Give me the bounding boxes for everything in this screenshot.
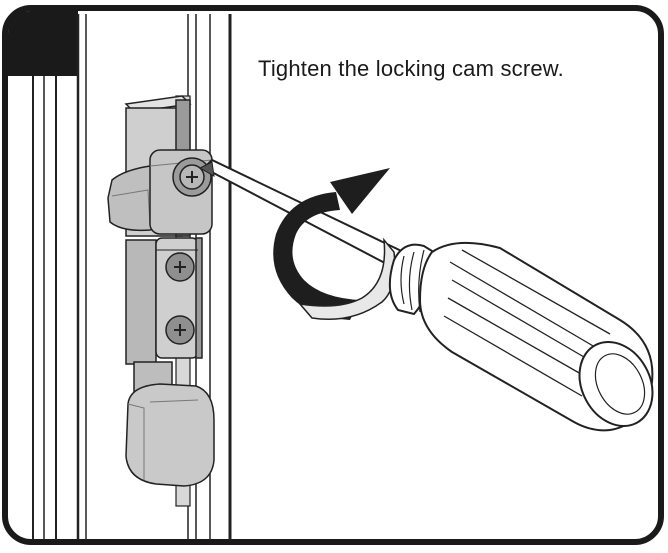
- cam-screw: [172, 157, 212, 197]
- instruction-caption: Tighten the locking cam screw.: [258, 56, 564, 81]
- step-corner-tab: [8, 11, 78, 76]
- screwdriver-icon: [388, 241, 654, 432]
- panel-border: [2, 5, 664, 545]
- bracket-screw-top: [165, 252, 195, 282]
- latch-housing: [107, 95, 213, 237]
- clockwise-arrow-icon: [273, 168, 396, 321]
- bracket-screw-bottom: [165, 315, 195, 345]
- lower-knob: [125, 361, 215, 487]
